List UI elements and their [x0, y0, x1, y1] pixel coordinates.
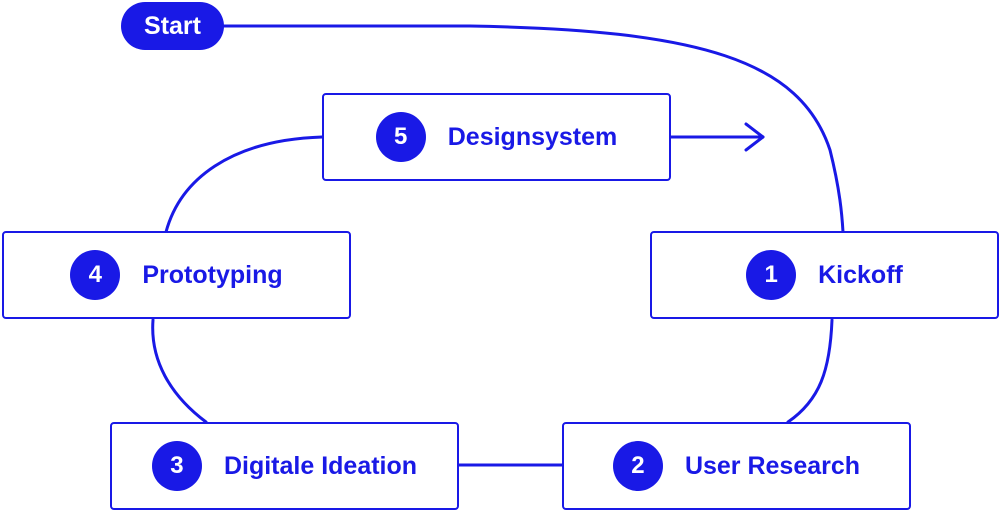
step-designsystem: 5 Designsystem — [322, 93, 671, 181]
connector-prototyping-to-designsystem — [164, 135, 324, 234]
step-label: Digitale Ideation — [223, 451, 418, 480]
start-label: Start — [144, 11, 201, 40]
step-digitale-ideation: 3 Digitale Ideation — [110, 422, 459, 510]
connector-start-to-kickoff — [222, 24, 845, 234]
connector-ideation-to-prototyping — [151, 318, 208, 424]
step-number-badge: 5 — [375, 112, 426, 162]
step-label: Designsystem — [447, 122, 618, 151]
step-number-badge: 2 — [612, 441, 663, 491]
step-label: User Research — [684, 451, 861, 480]
arrowhead-icon — [744, 122, 765, 152]
step-number-badge: 1 — [746, 250, 797, 300]
connector-kickoff-to-user-research — [786, 318, 834, 424]
start-pill: Start — [121, 2, 224, 50]
step-label: Prototyping — [142, 260, 283, 289]
step-kickoff: 1 Kickoff — [650, 231, 999, 319]
step-number-badge: 3 — [151, 441, 202, 491]
step-number-badge: 4 — [70, 250, 121, 300]
step-label: Kickoff — [818, 260, 903, 289]
step-prototyping: 4 Prototyping — [2, 231, 351, 319]
step-user-research: 2 User Research — [562, 422, 911, 510]
